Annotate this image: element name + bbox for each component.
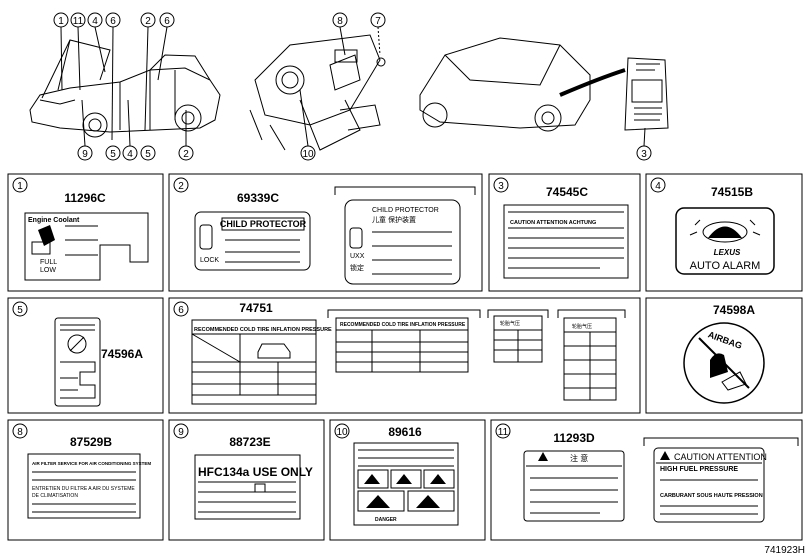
svg-text:HIGH FUEL PRESSURE: HIGH FUEL PRESSURE <box>660 466 738 473</box>
svg-text:8: 8 <box>17 427 23 438</box>
part-number: 89616 <box>388 425 422 439</box>
svg-text:8: 8 <box>337 16 343 27</box>
callout-5a: 5 <box>105 145 121 161</box>
svg-text:6: 6 <box>178 305 184 316</box>
part-number: 11293D <box>553 431 595 445</box>
svg-text:9: 9 <box>178 427 184 438</box>
svg-text:2: 2 <box>183 149 189 160</box>
svg-text:4: 4 <box>127 149 133 160</box>
svg-text:1: 1 <box>17 181 23 192</box>
svg-text:AIR FILTER SERVICE FOR AIR CON: AIR FILTER SERVICE FOR AIR CONDITIONING … <box>32 461 151 466</box>
panel-airbag: 74598A AIRBAG <box>645 297 803 414</box>
svg-text:LOW: LOW <box>40 267 56 274</box>
svg-text:1: 1 <box>58 16 64 27</box>
svg-text:DANGER: DANGER <box>375 517 397 523</box>
callout-8: 8 <box>332 12 348 56</box>
panel-5: 5 74596A <box>7 297 164 414</box>
callout-11: 11 <box>70 12 86 91</box>
svg-text:3: 3 <box>498 181 504 192</box>
svg-text:UXX: UXX <box>350 253 365 260</box>
svg-text:RECOMMENDED COLD TIRE INFLATIO: RECOMMENDED COLD TIRE INFLATION PRESSURE <box>340 322 466 328</box>
svg-text:4: 4 <box>655 181 661 192</box>
svg-text:5: 5 <box>17 305 23 316</box>
panel-8: 8 87529B AIR FILTER SERVICE FOR AIR COND… <box>7 419 164 541</box>
panel-11: 11 11293D 注 意 CAUTION ATTENTION HIGH FUE… <box>490 419 803 541</box>
part-number: 74545C <box>546 185 588 199</box>
svg-text:RECOMMENDED COLD TIRE INFLATIO: RECOMMENDED COLD TIRE INFLATION PRESSURE <box>194 327 332 333</box>
svg-text:10: 10 <box>302 149 314 160</box>
svg-text:LOCK: LOCK <box>200 257 219 264</box>
svg-text:注 意: 注 意 <box>570 453 588 463</box>
svg-text:5: 5 <box>110 149 116 160</box>
svg-text:6: 6 <box>164 16 170 27</box>
svg-text:CAUTION ATTENTION: CAUTION ATTENTION <box>674 452 767 462</box>
svg-text:轮胎气压: 轮胎气压 <box>572 323 592 330</box>
svg-text:ENTRETIEN DU FILTRE A AIR DU S: ENTRETIEN DU FILTRE A AIR DU SYSTEME <box>32 486 135 492</box>
diagram-id: 741923H <box>764 545 805 556</box>
svg-text:锁定: 锁定 <box>350 263 364 272</box>
callout-5b: 5 <box>140 145 156 161</box>
callout-1: 1 <box>53 12 69 91</box>
svg-text:AIRBAG: AIRBAG <box>707 329 744 351</box>
svg-text:2: 2 <box>145 16 151 27</box>
svg-text:2: 2 <box>178 181 184 192</box>
svg-text:FULL: FULL <box>40 259 57 266</box>
part-number: 69339C <box>237 191 279 205</box>
part-number: 88723E <box>229 435 270 449</box>
part-number: 74751 <box>239 301 273 315</box>
svg-text:轮胎气压: 轮胎气压 <box>500 320 520 327</box>
svg-text:CARBURANT SOUS HAUTE PRESSION: CARBURANT SOUS HAUTE PRESSION <box>660 493 763 499</box>
svg-text:6: 6 <box>110 16 116 27</box>
callout-group-top: 1 11 4 6 2 6 9 5 4 5 2 8 7 10 3 <box>53 12 652 161</box>
svg-text:CHILD PROTECTOR: CHILD PROTECTOR <box>372 207 439 214</box>
callout-6b: 6 <box>157 12 175 81</box>
svg-text:11: 11 <box>73 16 84 27</box>
svg-text:4: 4 <box>92 16 98 27</box>
car-left-illustration <box>29 39 221 138</box>
svg-text:3: 3 <box>641 149 647 160</box>
svg-text:LEXUS: LEXUS <box>714 248 741 257</box>
svg-text:11: 11 <box>498 427 509 438</box>
svg-text:10: 10 <box>336 427 348 438</box>
svg-text:AUTO ALARM: AUTO ALARM <box>690 260 761 272</box>
callout-6a: 6 <box>105 12 121 141</box>
part-number: 74596A <box>101 347 143 361</box>
svg-text:Engine Coolant: Engine Coolant <box>28 217 80 224</box>
callout-4b: 4 <box>122 99 138 161</box>
callout-9: 9 <box>77 99 93 161</box>
callout-2b: 2 <box>178 110 194 161</box>
panel-6: 6 74751 RECOMMENDED COLD TIRE INFLATION … <box>168 297 641 414</box>
svg-text:儿童 保护装置: 儿童 保护装置 <box>372 215 416 224</box>
svg-text:HFC134a USE ONLY: HFC134a USE ONLY <box>198 465 313 479</box>
svg-text:DE CLIMATISATION: DE CLIMATISATION <box>32 493 78 499</box>
part-number: 11296C <box>64 191 106 205</box>
callout-4a: 4 <box>87 12 106 73</box>
callout-10: 10 <box>299 89 316 161</box>
svg-text:5: 5 <box>145 149 151 160</box>
svg-text:CAUTION ATTENTION ACHTUNG: CAUTION ATTENTION ACHTUNG <box>510 220 596 226</box>
panel-1: 1 11296C Engine Coolant FULL LOW <box>7 173 164 292</box>
car-right-illustration <box>419 37 669 132</box>
panel-10: 10 89616 DANGER <box>329 419 486 541</box>
panel-9: 9 88723E HFC134a USE ONLY <box>168 419 325 541</box>
callout-7: 7 <box>370 12 386 67</box>
svg-text:9: 9 <box>82 149 88 160</box>
callout-2a: 2 <box>140 12 156 131</box>
svg-text:7: 7 <box>375 16 381 27</box>
svg-text:CHILD PROTECTOR: CHILD PROTECTOR <box>220 219 307 229</box>
dashboard-illustration <box>249 34 381 151</box>
part-number: 74598A <box>713 303 755 317</box>
panel-3: 3 74545C CAUTION ATTENTION ACHTUNG <box>488 173 641 292</box>
callout-3: 3 <box>636 127 652 161</box>
panel-2: 2 69339C CHILD PROTECTOR LOCK CHILD PROT… <box>168 173 483 292</box>
part-number: 87529B <box>70 435 112 449</box>
panel-4: 4 74515B LEXUS AUTO ALARM <box>645 173 803 292</box>
part-number: 74515B <box>711 185 753 199</box>
